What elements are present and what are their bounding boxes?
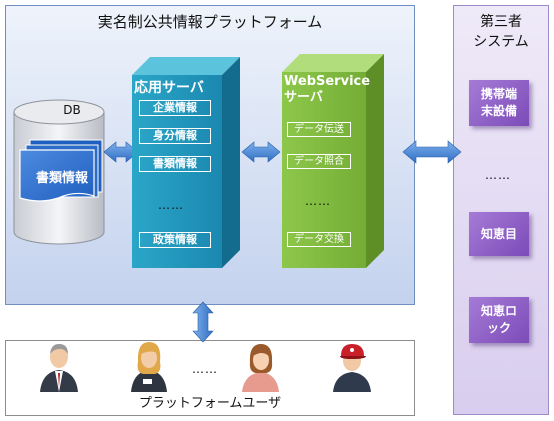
app-item-policy-info: 政策情報 [139,232,211,248]
user-avatar-boy-cap [333,344,371,392]
third-party-mobile-line2: 末設備 [480,104,517,118]
third-party-mobile-device: 携帯端 末設備 [469,80,529,126]
user-avatar-girl [242,344,279,392]
documents-label: 書類情報 [35,171,88,186]
user-avatar-businessman [40,344,78,392]
arrow-ws-third [402,140,462,164]
documents-stack [19,139,103,202]
third-party-ellipsis: …… [485,168,511,182]
third-party-smart-eye-label: 知恵目 [480,227,517,241]
third-party-title-line2: システム [473,34,529,50]
web-service-box [282,54,384,268]
third-party-title-line1: 第三者 [480,14,522,30]
third-party-smart-lock-line1: 知恵ロ [480,304,517,318]
app-item-document-info: 書類情報 [139,156,211,172]
ws-item-data-exchange: データ交換 [287,232,351,247]
user-avatar-woman [131,342,167,392]
web-service-title-line2: サーバ [284,90,323,105]
web-service-front [282,72,366,268]
app-server-ellipsis: …… [158,198,184,212]
web-service-title: WebService サーバ [284,74,371,106]
ws-item-data-transfer: データ伝送 [287,122,351,137]
app-item-company-info: 企業情報 [139,100,211,116]
arrow-platform-users [192,301,214,343]
database-label: DB [63,103,81,117]
users-caption: プラットフォームユーザ [138,396,282,411]
third-party-mobile-line1: 携帯端 [480,87,517,101]
third-party-smart-eye: 知恵目 [469,212,529,256]
web-service-ellipsis: …… [305,194,331,208]
ws-item-data-matching: データ照合 [287,154,351,169]
app-server-box [132,57,240,268]
third-party-title: 第三者 システム [453,12,549,52]
third-party-smart-lock-line2: ック [486,321,511,335]
app-item-identity-info: 身分情報 [139,128,211,144]
third-party-smart-lock: 知恵ロ ック [469,297,529,343]
platform-title: 実名制公共情報プラットフォーム [97,13,323,31]
third-party-frame [453,5,549,415]
web-service-title-line1: WebService [284,74,371,89]
users-ellipsis: …… [192,362,218,376]
arrow-app-ws [241,141,281,163]
app-server-title: 応用サーバ [134,80,204,96]
